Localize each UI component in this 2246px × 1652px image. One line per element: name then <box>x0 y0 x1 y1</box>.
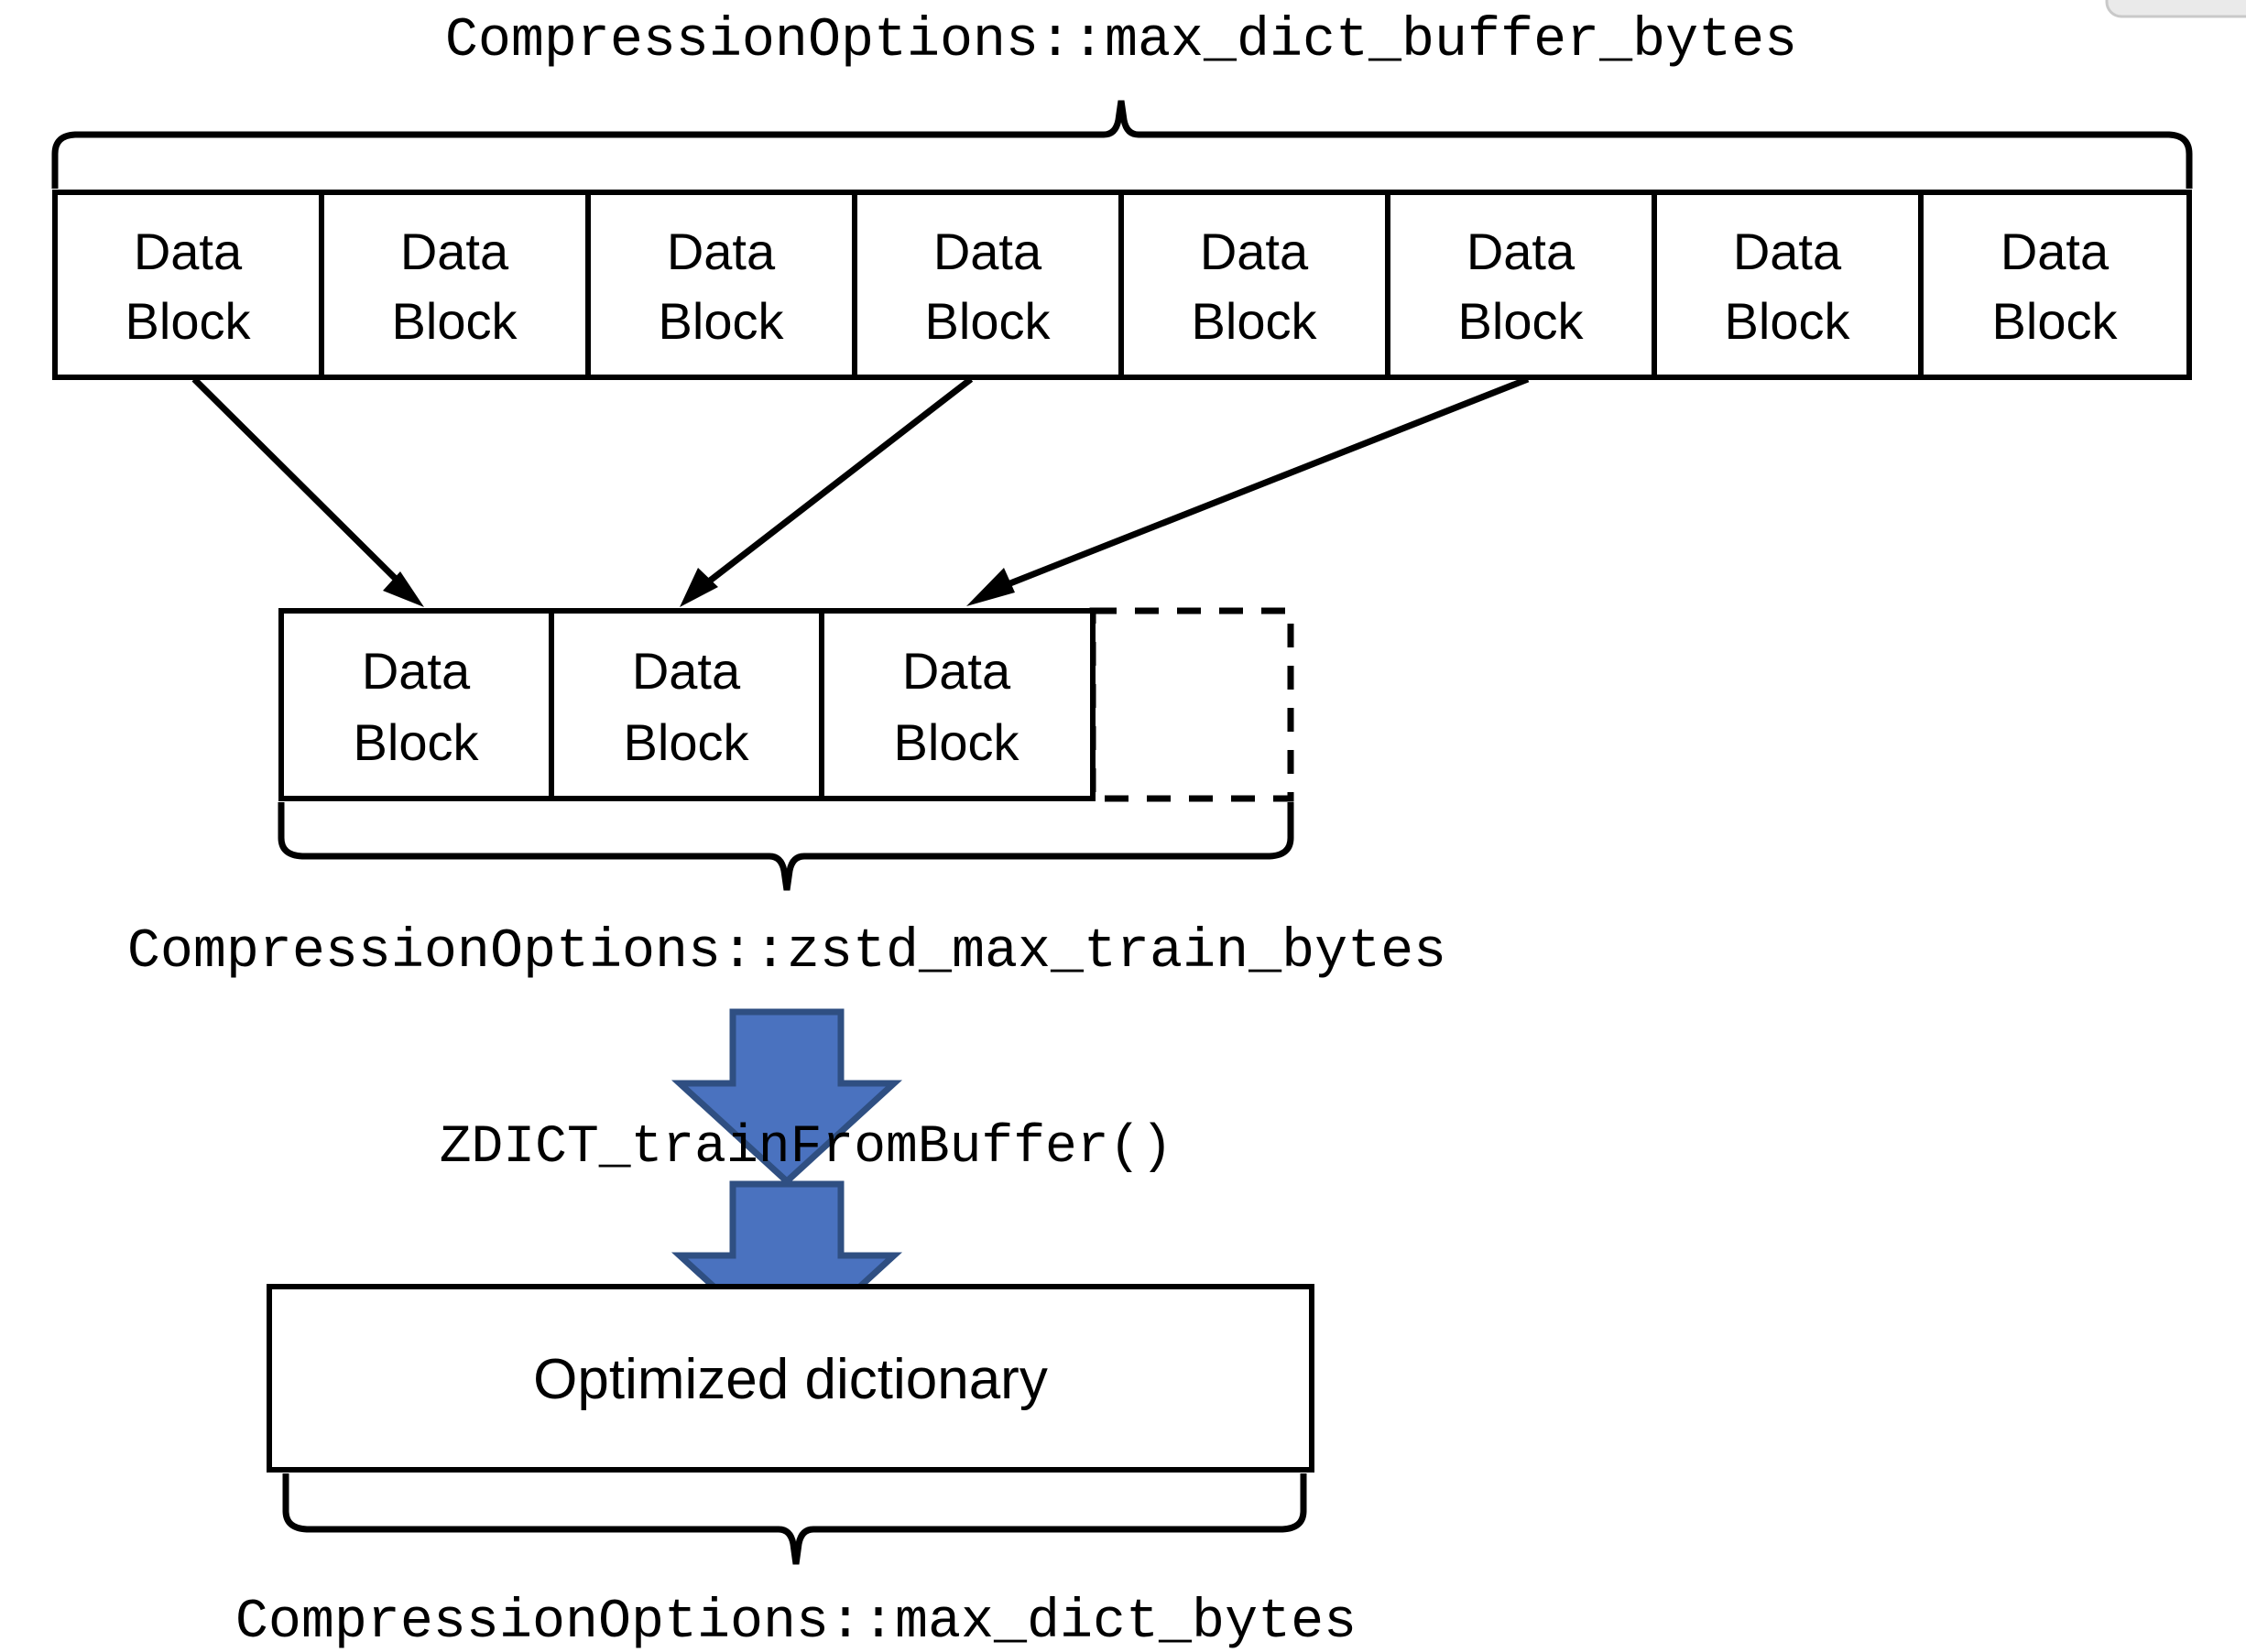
table-row: Data Block <box>1725 223 1851 350</box>
top-right-panel-fragment <box>2105 0 2246 18</box>
bottom-brace <box>282 1473 1307 1565</box>
training-blocks-outline <box>278 608 1096 801</box>
data-block-line1: Data <box>1466 223 1575 280</box>
data-block-line2: Block <box>125 292 252 350</box>
top-brace <box>51 100 2193 189</box>
middle-brace-label: CompressionOptions::zstd_max_train_bytes <box>127 921 1446 984</box>
train-function-label: ZDICT_trainFromBuffer() <box>440 1118 1173 1178</box>
data-block-line1: Data <box>1733 223 1842 280</box>
table-row: Data Block <box>925 223 1052 350</box>
list-item: Data Block <box>894 642 1020 771</box>
training-buffer-row: Data Block Data Block Data Block <box>278 607 1294 802</box>
sampling-arrow <box>680 376 974 607</box>
empty-slot-dashed <box>1089 607 1294 802</box>
list-item: Data Block <box>354 642 480 771</box>
sampling-arrow <box>191 376 424 607</box>
table-row: Data Block <box>659 223 785 350</box>
data-block-line2: Block <box>392 292 518 350</box>
data-block-line1: Data <box>134 223 243 280</box>
data-block-line2: Block <box>624 713 750 771</box>
top-brace-label: CompressionOptions::max_dict_buffer_byte… <box>445 10 1797 72</box>
table-row: Data Block <box>125 223 252 350</box>
table-row: Data Block <box>1192 223 1318 350</box>
data-block-line1: Data <box>632 642 741 700</box>
data-block-line2: Block <box>1458 292 1585 350</box>
data-block-line1: Data <box>2001 223 2110 280</box>
data-block-line2: Block <box>1725 292 1851 350</box>
optimized-dictionary-box: Optimized dictionary <box>267 1284 1314 1473</box>
sampling-arrow <box>966 375 1530 606</box>
arrow-to-train-function <box>671 1008 903 1186</box>
table-row: Data Block <box>392 223 518 350</box>
data-block-line2: Block <box>1992 292 2119 350</box>
table-row: Data Block <box>1458 223 1585 350</box>
data-block-line2: Block <box>925 292 1052 350</box>
data-block-line1: Data <box>667 223 776 280</box>
data-block-line2: Block <box>659 292 785 350</box>
data-block-line1: Data <box>362 642 471 700</box>
source-data-blocks-row: Data Block Data Block Data Block Data Bl… <box>52 190 2192 380</box>
middle-brace <box>278 802 1294 891</box>
data-block-line2: Block <box>354 713 480 771</box>
list-item: Data Block <box>624 642 750 771</box>
data-block-line1: Data <box>933 223 1042 280</box>
bottom-brace-label: CompressionOptions::max_dict_bytes <box>235 1592 1357 1652</box>
block-sampling-arrows <box>191 375 1530 607</box>
data-block-line2: Block <box>894 713 1020 771</box>
data-block-line2: Block <box>1192 292 1318 350</box>
data-block-line1: Data <box>902 642 1011 700</box>
dictionary-box-outline <box>267 1284 1314 1473</box>
data-block-line1: Data <box>400 223 509 280</box>
table-row: Data Block <box>1992 223 2119 350</box>
dictionary-box-label: Optimized dictionary <box>533 1348 1048 1411</box>
data-block-line1: Data <box>1200 223 1309 280</box>
